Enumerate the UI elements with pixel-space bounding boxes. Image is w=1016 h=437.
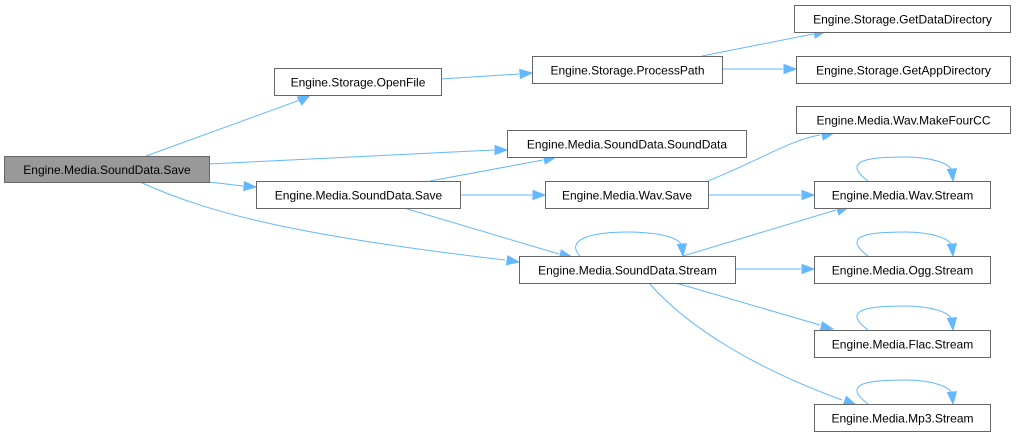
edge-line bbox=[403, 207, 560, 255]
arrowhead-icon bbox=[842, 395, 858, 406]
edge-sdstream-to-sdstream bbox=[575, 231, 688, 258]
node-label: Engine.Media.Wav.Stream bbox=[832, 189, 973, 203]
node-sounddata[interactable]: Engine.Media.SoundData.SoundData bbox=[507, 130, 747, 158]
node-label: Engine.Media.Wav.MakeFourCC bbox=[816, 114, 990, 128]
node-label: Engine.Media.Mp3.Stream bbox=[831, 412, 973, 426]
edge-save2-to-sounddata bbox=[429, 154, 558, 182]
edge-root-to-save2 bbox=[208, 180, 258, 192]
node-label: Engine.Storage.GetAppDirectory bbox=[816, 64, 991, 78]
edge-line bbox=[856, 231, 953, 257]
node-box[interactable] bbox=[256, 181, 461, 209]
node-label: Engine.Storage.OpenFile bbox=[291, 76, 426, 90]
edge-line bbox=[575, 231, 683, 257]
arrowhead-icon bbox=[946, 317, 958, 332]
node-label: Engine.Media.SoundData.Stream bbox=[538, 264, 717, 278]
node-oggstream[interactable]: Engine.Media.Ogg.Stream bbox=[814, 256, 991, 284]
edge-processpath-to-getdatadir bbox=[701, 28, 828, 57]
arrowhead-icon bbox=[519, 68, 534, 80]
node-getdatadir[interactable]: Engine.Storage.GetDataDirectory bbox=[794, 5, 1011, 33]
node-box[interactable] bbox=[794, 5, 1011, 33]
node-label: Engine.Storage.ProcessPath bbox=[550, 64, 704, 78]
edge-line bbox=[856, 379, 953, 405]
arrowhead-icon bbox=[532, 189, 547, 201]
node-label: Engine.Media.Ogg.Stream bbox=[832, 264, 973, 278]
node-wavsave[interactable]: Engine.Media.Wav.Save bbox=[545, 181, 709, 209]
edge-openfile-to-processpath bbox=[440, 68, 534, 80]
arrowhead-icon bbox=[296, 94, 312, 106]
arrowhead-icon bbox=[243, 180, 258, 192]
edge-oggstream-to-oggstream bbox=[856, 231, 958, 258]
node-getappdir[interactable]: Engine.Storage.GetAppDirectory bbox=[796, 56, 1011, 84]
edge-line bbox=[208, 181, 244, 187]
arrowhead-icon bbox=[946, 168, 958, 183]
edge-mp3stream-to-mp3stream bbox=[856, 379, 958, 406]
node-box[interactable] bbox=[4, 156, 210, 183]
arrowhead-icon bbox=[505, 255, 521, 266]
node-flacstream[interactable]: Engine.Media.Flac.Stream bbox=[814, 330, 991, 358]
edge-line bbox=[440, 73, 520, 80]
node-makefourcc[interactable]: Engine.Media.Wav.MakeFourCC bbox=[796, 106, 1011, 134]
edge-line bbox=[856, 156, 953, 182]
edge-line bbox=[145, 99, 301, 157]
edge-line bbox=[429, 159, 544, 182]
arrowhead-icon bbox=[783, 63, 798, 75]
node-label: Engine.Storage.GetDataDirectory bbox=[813, 13, 992, 27]
arrowhead-icon bbox=[946, 243, 958, 258]
arrowhead-icon bbox=[494, 144, 509, 156]
edge-sdstream-to-flacstream bbox=[675, 282, 835, 332]
arrowhead-icon bbox=[801, 263, 816, 275]
edge-line bbox=[707, 134, 821, 182]
edge-line bbox=[682, 209, 837, 257]
edge-save2-to-wavsave bbox=[460, 189, 547, 201]
node-openfile[interactable]: Engine.Storage.OpenFile bbox=[274, 68, 442, 96]
node-label: Engine.Media.Flac.Stream bbox=[832, 338, 973, 352]
node-root[interactable]: Engine.Media.SoundData.Save bbox=[4, 156, 210, 183]
node-label: Engine.Media.SoundData.Save bbox=[275, 189, 443, 203]
node-box[interactable] bbox=[814, 181, 991, 209]
node-box[interactable] bbox=[545, 181, 709, 209]
edge-sdstream-to-wavstream bbox=[682, 205, 851, 257]
edge-flacstream-to-flacstream bbox=[856, 305, 958, 332]
edge-root-to-sdstream bbox=[139, 181, 521, 266]
node-processpath[interactable]: Engine.Storage.ProcessPath bbox=[532, 56, 723, 84]
edge-processpath-to-getappdir bbox=[722, 63, 798, 75]
arrowhead-icon bbox=[676, 243, 688, 258]
node-label: Engine.Media.Wav.Save bbox=[562, 189, 692, 203]
node-sdstream[interactable]: Engine.Media.SoundData.Stream bbox=[519, 256, 736, 284]
arrowhead-icon bbox=[946, 391, 958, 406]
arrowhead-icon bbox=[801, 189, 816, 201]
node-box[interactable] bbox=[519, 256, 736, 284]
node-box[interactable] bbox=[796, 106, 1011, 134]
edge-line bbox=[648, 282, 843, 401]
node-label: Engine.Media.SoundData.SoundData bbox=[527, 138, 727, 152]
node-box[interactable] bbox=[532, 56, 723, 84]
arrowhead-icon bbox=[819, 321, 835, 332]
node-label: Engine.Media.SoundData.Save bbox=[23, 163, 191, 177]
node-box[interactable] bbox=[814, 256, 991, 284]
node-save2[interactable]: Engine.Media.SoundData.Save bbox=[256, 181, 461, 209]
node-box[interactable] bbox=[814, 404, 991, 432]
node-box[interactable] bbox=[507, 130, 747, 158]
edge-wavstream-to-wavstream bbox=[856, 156, 958, 183]
nodes-layer: Engine.Media.SoundData.Save Engine.Storag… bbox=[4, 5, 1011, 432]
edges-layer bbox=[139, 28, 958, 406]
node-wavstream[interactable]: Engine.Media.Wav.Stream bbox=[814, 181, 991, 209]
edge-line bbox=[701, 33, 814, 57]
edge-sdstream-to-oggstream bbox=[735, 263, 816, 275]
node-mp3stream[interactable]: Engine.Media.Mp3.Stream bbox=[814, 404, 991, 432]
node-box[interactable] bbox=[796, 56, 1011, 84]
edge-line bbox=[208, 149, 495, 165]
edge-line bbox=[139, 181, 506, 261]
edge-wavsave-to-wavstream bbox=[708, 189, 816, 201]
edge-root-to-openfile bbox=[145, 94, 312, 157]
edge-line bbox=[675, 282, 821, 326]
edge-save2-to-sdstream bbox=[403, 207, 574, 260]
node-box[interactable] bbox=[814, 330, 991, 358]
node-box[interactable] bbox=[274, 68, 442, 96]
edge-line bbox=[856, 305, 953, 331]
edge-root-to-sounddata bbox=[208, 144, 509, 165]
edge-sdstream-to-mp3stream bbox=[648, 282, 858, 406]
